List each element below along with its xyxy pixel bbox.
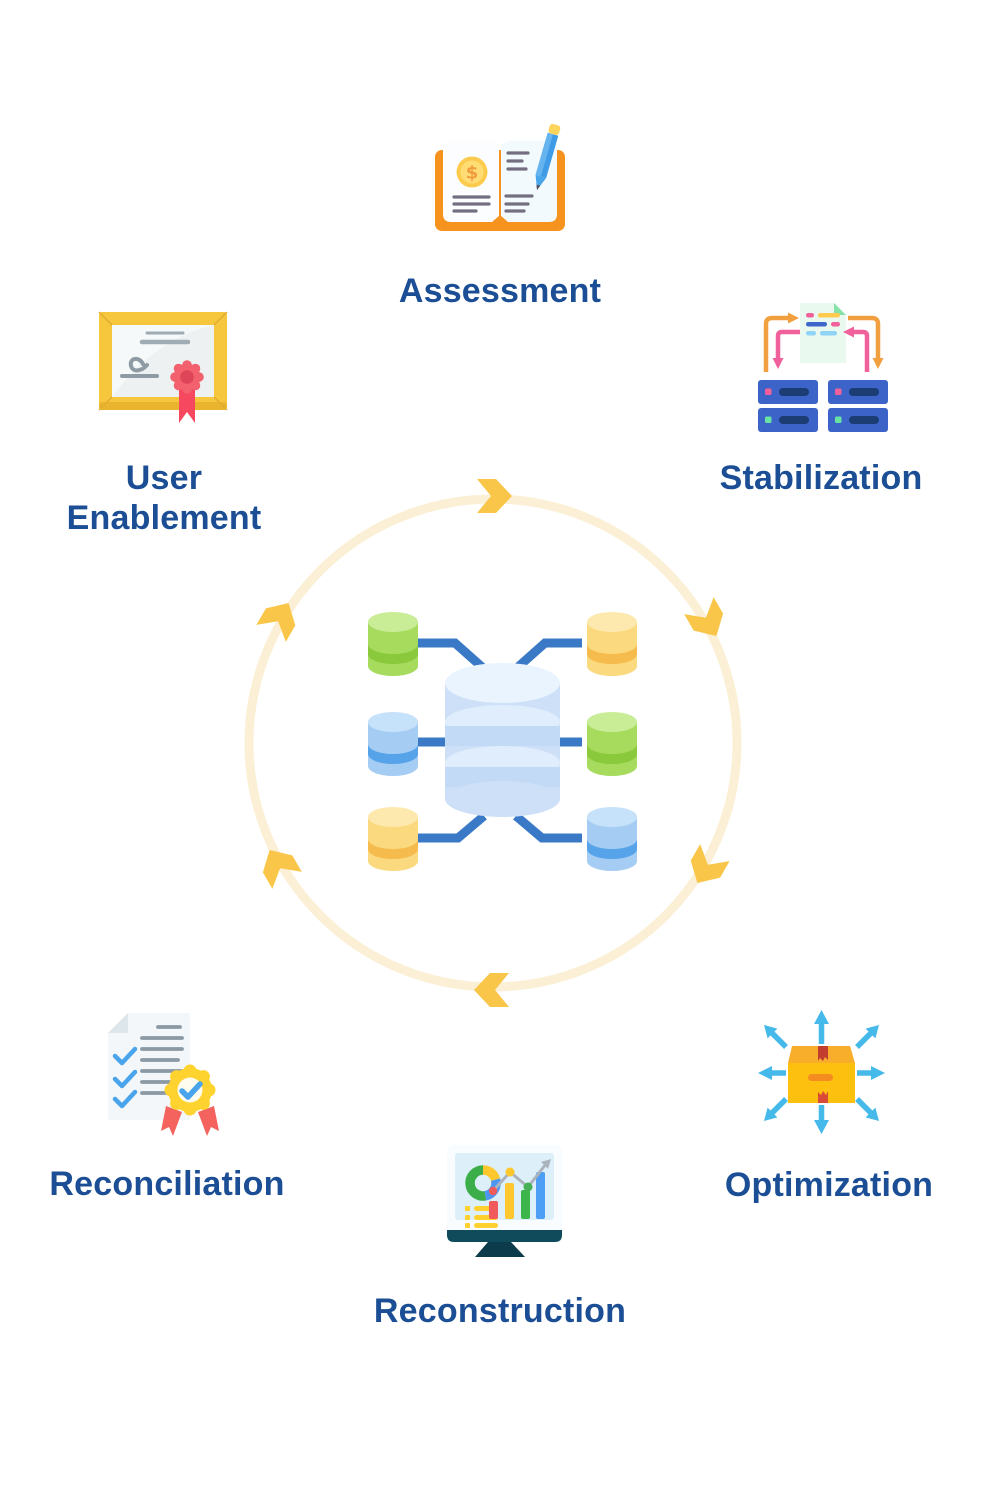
- framed-certificate-icon: [98, 311, 228, 423]
- checkmarks: [112, 1046, 138, 1109]
- checklist-certified-icon: [108, 1013, 219, 1136]
- svg-text:$: $: [466, 163, 479, 184]
- db-node-blue: [587, 807, 637, 871]
- server-rack-left: [758, 380, 818, 432]
- box-distribution-icon: [758, 1010, 885, 1134]
- stage-label-optimization: Optimization: [724, 1166, 934, 1204]
- signature: [120, 357, 159, 378]
- stage-label-stabilization: Stabilization: [719, 459, 923, 497]
- cycle-arrow: [684, 597, 724, 636]
- package-box: [788, 1046, 855, 1103]
- open-book-ledger-icon: $: [435, 123, 565, 231]
- cycle-arrow: [690, 844, 730, 883]
- cycle-arrow: [256, 603, 296, 642]
- database-network-icon: [368, 612, 637, 871]
- stage-label-reconciliation: Reconciliation: [49, 1165, 285, 1203]
- db-node-yellow: [587, 612, 637, 676]
- ledger-text-lines: [452, 151, 534, 213]
- award-badge-icon: [161, 1064, 219, 1136]
- cycle-arrow: [477, 479, 512, 513]
- db-node-green: [587, 712, 637, 776]
- cycle-arrow: [474, 973, 509, 1007]
- bar-chart: [489, 1172, 545, 1219]
- stage-label-reconstruction: Reconstruction: [373, 1292, 627, 1330]
- code-lines: [806, 313, 840, 336]
- monitor-stand: [475, 1242, 525, 1257]
- cycle-ring: [244, 479, 742, 1007]
- server-rack-right: [828, 380, 888, 432]
- db-node-blue: [368, 712, 418, 776]
- stage-label-user-enablement: User Enablement: [66, 459, 262, 537]
- trend-line: [488, 1159, 551, 1196]
- stage-label-assessment: Assessment: [398, 272, 602, 310]
- server-sync-icon: [758, 303, 888, 432]
- distribution-arrows: [769, 1024, 874, 1120]
- cycle-arrow: [262, 850, 302, 889]
- rosette-ribbon-icon: [170, 360, 204, 423]
- dollar-coin-icon: $: [456, 156, 488, 188]
- db-main-cylinder: [445, 663, 560, 817]
- pencil-icon: [535, 123, 561, 190]
- analytics-monitor-icon: [447, 1145, 562, 1257]
- db-node-yellow: [368, 807, 418, 871]
- certificate-text-lines: [139, 331, 191, 345]
- db-node-green: [368, 612, 418, 676]
- sync-arrows: [763, 312, 884, 372]
